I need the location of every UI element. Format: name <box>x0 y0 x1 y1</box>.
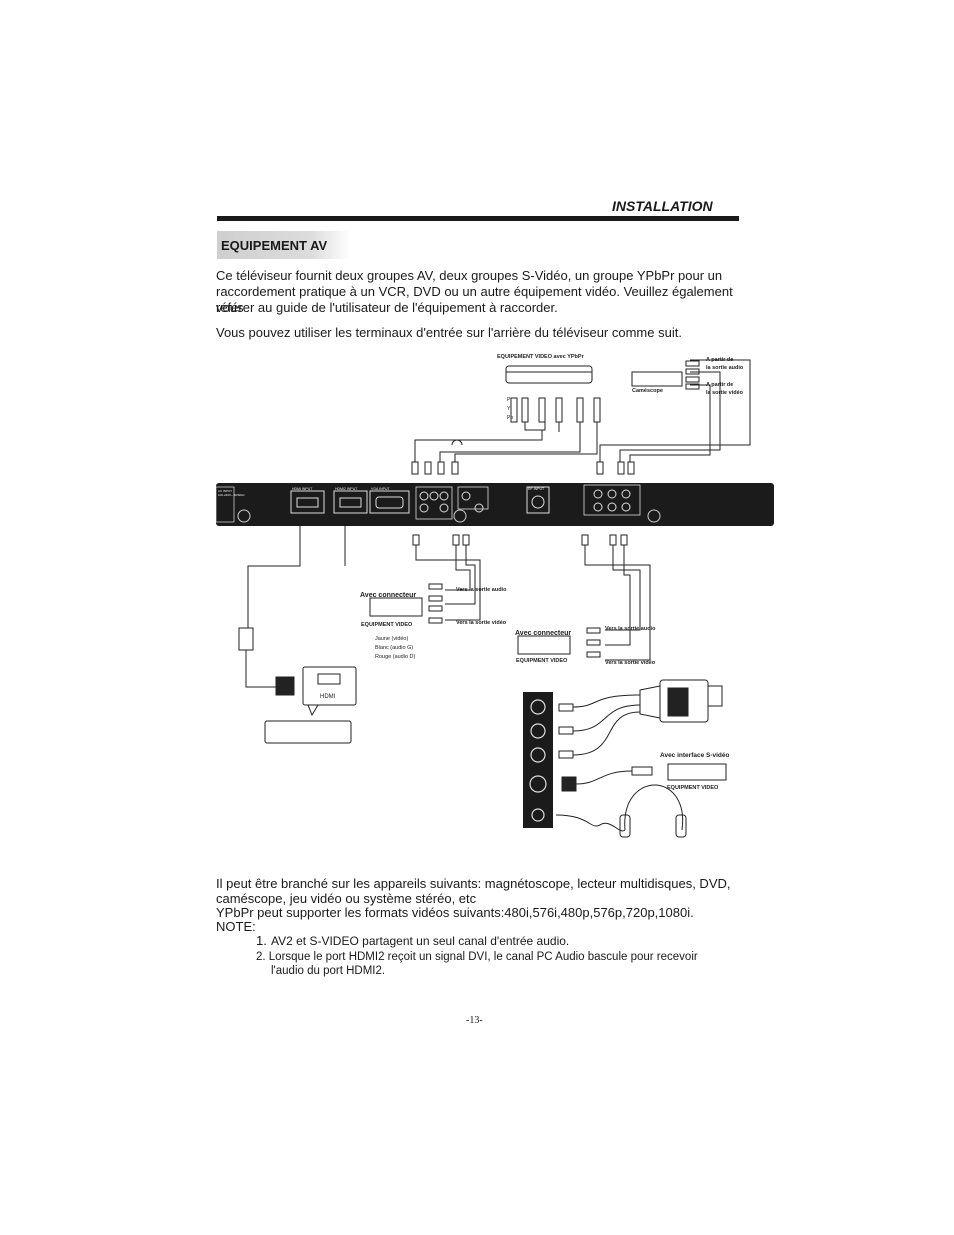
note-1-text: AV2 et S-VIDEO partagent un seul canal d… <box>271 934 570 948</box>
side-panel-inset <box>523 692 553 828</box>
to-audio-left-label: Vers la sortie audio <box>456 587 507 593</box>
note-label: NOTE: <box>216 919 256 934</box>
rf-label: RF INPUT <box>528 487 545 491</box>
from-video-label-1: A partir de <box>706 382 733 388</box>
ac-input-rating: 100-240V~ 50/60Hz <box>218 493 245 497</box>
av-inputs-panel <box>415 486 453 520</box>
legend-white: Blanc (audio G) <box>375 645 413 651</box>
hdmi-source-device-icon <box>264 720 352 744</box>
legend-yellow: Jaune (vidéo) <box>375 636 408 642</box>
pr-label: Pr <box>507 397 512 403</box>
bottom-line-1: Il peut être branché sur les appareils s… <box>216 876 731 891</box>
side-av-panel <box>583 484 641 516</box>
camcorder-label: Caméscope <box>632 388 663 394</box>
vga-label: VGA INPUT <box>371 487 391 491</box>
camcorder-icon <box>639 685 661 719</box>
with-connector-right-label: Avec connecteur <box>515 630 571 637</box>
header-rule <box>217 216 739 221</box>
svideo-interface-label: Avec interface S-vidéo <box>660 752 730 759</box>
ac-input-label: AC INPUT <box>218 489 232 493</box>
svideo-equipment-label: EQUIPMENT VIDEO <box>667 785 719 791</box>
to-video-left-label: Vers la sortie vidéo <box>456 620 507 626</box>
pb-label: Pb <box>507 415 513 421</box>
video-equipment-right-label: EQUIPMENT VIDEO <box>516 658 568 664</box>
bottom-line-2: caméscope, jeu vidéo ou système stéréo, … <box>216 891 477 906</box>
intro-line-2: raccordement pratique à un VCR, DVD ou u… <box>216 284 733 315</box>
y-label: Y <box>507 406 511 412</box>
section-title-background <box>217 231 351 259</box>
hdmi-port-box <box>302 666 357 706</box>
headphones-icon <box>624 784 684 831</box>
hdmi2-label: HDMI2 INPUT <box>335 487 358 491</box>
from-audio-label-1: A partir de <box>706 357 733 363</box>
vga-port <box>369 490 410 514</box>
video-equipment-left-icon <box>369 597 423 617</box>
legend-red: Rouge (audio D) <box>375 654 416 660</box>
with-connector-left-label: Avec connecteur <box>360 592 416 599</box>
from-audio-label-2: la sortie audio <box>706 365 744 371</box>
page-number: -13- <box>466 1015 483 1026</box>
rf-input-port <box>526 486 550 514</box>
svideo-equipment-icon <box>667 763 727 781</box>
to-video-right-label: Vers la sortie vidéo <box>605 660 656 666</box>
to-audio-right-label: Vers la sortie audio <box>605 626 656 632</box>
hdmi1-port <box>290 490 325 514</box>
camcorder-device-top-icon <box>631 371 683 387</box>
section-title: EQUIPEMENT AV <box>221 238 328 253</box>
intro-line-1: Ce téléviseur fournit deux groupes AV, d… <box>216 268 723 283</box>
intro-line-3: référer au guide de l'utilisateur de l'é… <box>216 300 558 315</box>
note-2-line-2: l'audio du port HDMI2. <box>271 965 386 977</box>
ypbpr-equipment-label: EQUIPEMENT VIDEO avec YPbPr <box>497 354 585 360</box>
hdmi-box-label: HDMI <box>320 694 336 700</box>
page-header-title: INSTALLATION <box>612 198 713 214</box>
note-1-number: 1. <box>256 933 267 948</box>
note-2-line-1: 2. Lorsque le port HDMI2 reçoit un signa… <box>256 951 698 963</box>
from-video-label-2: la sortie vidéo <box>706 390 744 396</box>
hdmi1-label: HDMI INPUT <box>292 487 313 491</box>
bottom-line-3: YPbPr peut supporter les formats vidéos … <box>216 905 694 920</box>
video-equipment-right-icon <box>517 635 571 655</box>
hdmi2-port <box>333 490 368 514</box>
ypbpr-device-icon <box>505 365 593 384</box>
usage-text: Vous pouvez utiliser les terminaux d'ent… <box>216 325 682 340</box>
video-equipment-left-label: EQUIPMENT VIDEO <box>361 622 413 628</box>
connection-diagram: HDMI INPUT HDMI2 INPUT VGA INPUT RF INPU… <box>215 354 774 838</box>
hdmi-plug-icon <box>238 627 254 651</box>
